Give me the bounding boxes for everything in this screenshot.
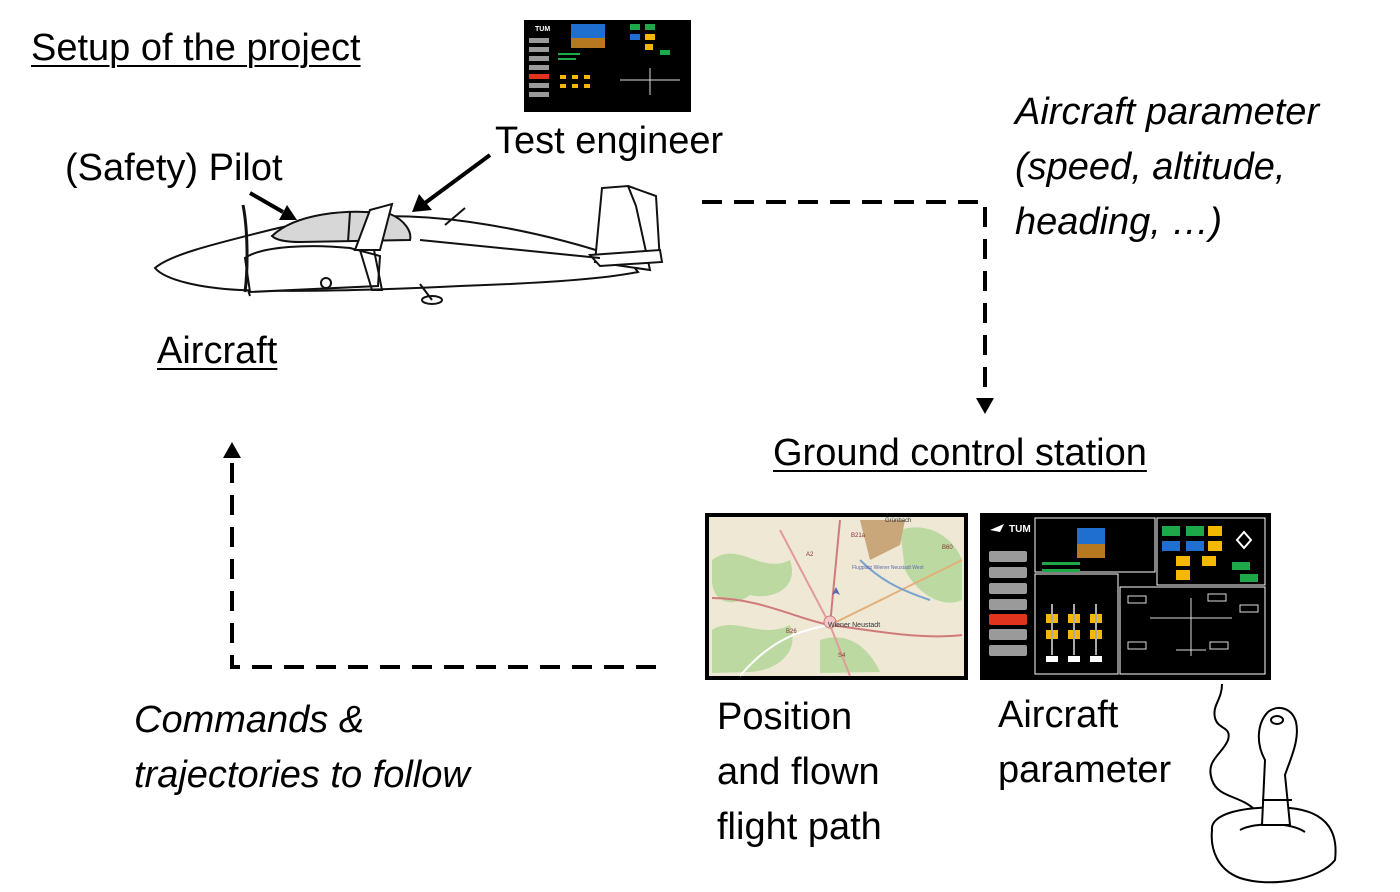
- pilot-label: (Safety) Pilot: [65, 147, 283, 189]
- map-road-b26: B26: [786, 629, 797, 635]
- downlink-label-line1: Aircraft parameter: [1015, 91, 1320, 133]
- map-caption-line2: and flown: [717, 751, 880, 793]
- map-caption-line1: Position: [717, 696, 853, 738]
- map-road-s4: S4: [838, 653, 846, 659]
- downlink-label-line3: heading, …): [1015, 201, 1223, 243]
- page-title: Setup of the project: [31, 27, 361, 69]
- uplink-label-line2: trajectories to follow: [134, 754, 470, 796]
- aircraft-label: Aircraft: [157, 330, 278, 372]
- param-caption-line2: parameter: [998, 749, 1172, 791]
- map-road-b60-label: B60: [942, 545, 953, 551]
- aircraft-position-icon: [832, 587, 840, 595]
- map-town-label: Grünbach: [885, 518, 911, 524]
- engineer-display: TUM: [524, 20, 691, 112]
- downlink-arrowhead: [976, 398, 994, 414]
- map-road-a2: A2: [806, 552, 814, 558]
- downlink-connector: [702, 200, 994, 414]
- map-panel: Wiener Neustadt Flugplatz Wiener Neustad…: [705, 513, 968, 680]
- map-city-label: Wiener Neustadt: [828, 622, 880, 629]
- map-road-b21a: B21a: [851, 533, 866, 539]
- uplink-label-line1: Commands &: [134, 699, 365, 741]
- ground-parameter-display: TUM: [980, 513, 1271, 680]
- uplink-connector: [223, 442, 656, 669]
- direction-pad-icon: [1235, 530, 1253, 550]
- map-airfield-label: Flugplatz Wiener Neustadt West: [852, 565, 924, 571]
- ground-station-label: Ground control station: [773, 432, 1147, 474]
- pilot-pointer: [249, 191, 297, 220]
- tum-logo-text: TUM: [1009, 524, 1031, 535]
- downlink-label-line2: (speed, altitude,: [1015, 146, 1286, 188]
- uplink-arrowhead: [223, 442, 241, 458]
- joystick-icon: [1209, 683, 1337, 884]
- tum-logo-icon: [990, 524, 1004, 532]
- test-engineer-label: Test engineer: [495, 120, 724, 162]
- map-caption-line3: flight path: [717, 806, 882, 848]
- test-engineer-pointer: [412, 153, 492, 212]
- param-caption-line1: Aircraft: [998, 694, 1119, 736]
- aircraft-illustration: [153, 184, 664, 305]
- engineer-display-logo: TUM: [535, 26, 550, 33]
